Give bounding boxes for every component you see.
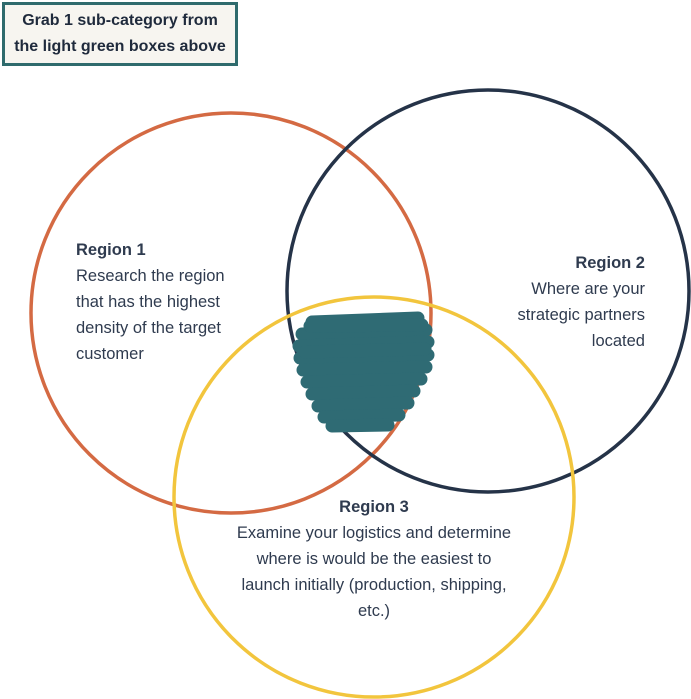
region-1-line-4: customer [76, 345, 144, 363]
region-2-line-1: Where are your [531, 280, 645, 298]
region-2-text: Region 2 Where are your strategic partne… [518, 250, 645, 354]
region-1-text: Region 1 Research the region that has th… [76, 237, 225, 367]
instruction-line-2: the light green boxes above [14, 38, 226, 55]
region-1-line-1: Research the region [76, 267, 225, 285]
region-2-circle [285, 88, 691, 494]
region-3-text: Region 3 Examine your logistics and dete… [174, 494, 574, 624]
region-2-title: Region 2 [575, 254, 645, 272]
instruction-line-1: Grab 1 sub-category from [22, 12, 218, 29]
region-2-line-3: located [591, 332, 645, 350]
region-3-line-1: Examine your logistics and determine [236, 524, 512, 542]
region-1-line-3: density of the target [76, 319, 221, 337]
region-1-circle [29, 111, 433, 515]
region-3-line-3: launch initially (production, shipping, [241, 576, 507, 594]
region-1-title: Region 1 [76, 241, 146, 259]
region-3-line-4: etc.) [357, 602, 391, 620]
region-1-line-2: that has the highest [76, 293, 221, 311]
intersection-scribble [292, 311, 435, 433]
region-3-circle [172, 295, 576, 699]
instruction-box: Grab 1 sub-category from the light green… [2, 2, 238, 66]
region-3-line-2: where is would be the easiest to [256, 550, 492, 568]
region-3-title: Region 3 [339, 498, 409, 516]
region-2-line-2: strategic partners [517, 306, 645, 324]
